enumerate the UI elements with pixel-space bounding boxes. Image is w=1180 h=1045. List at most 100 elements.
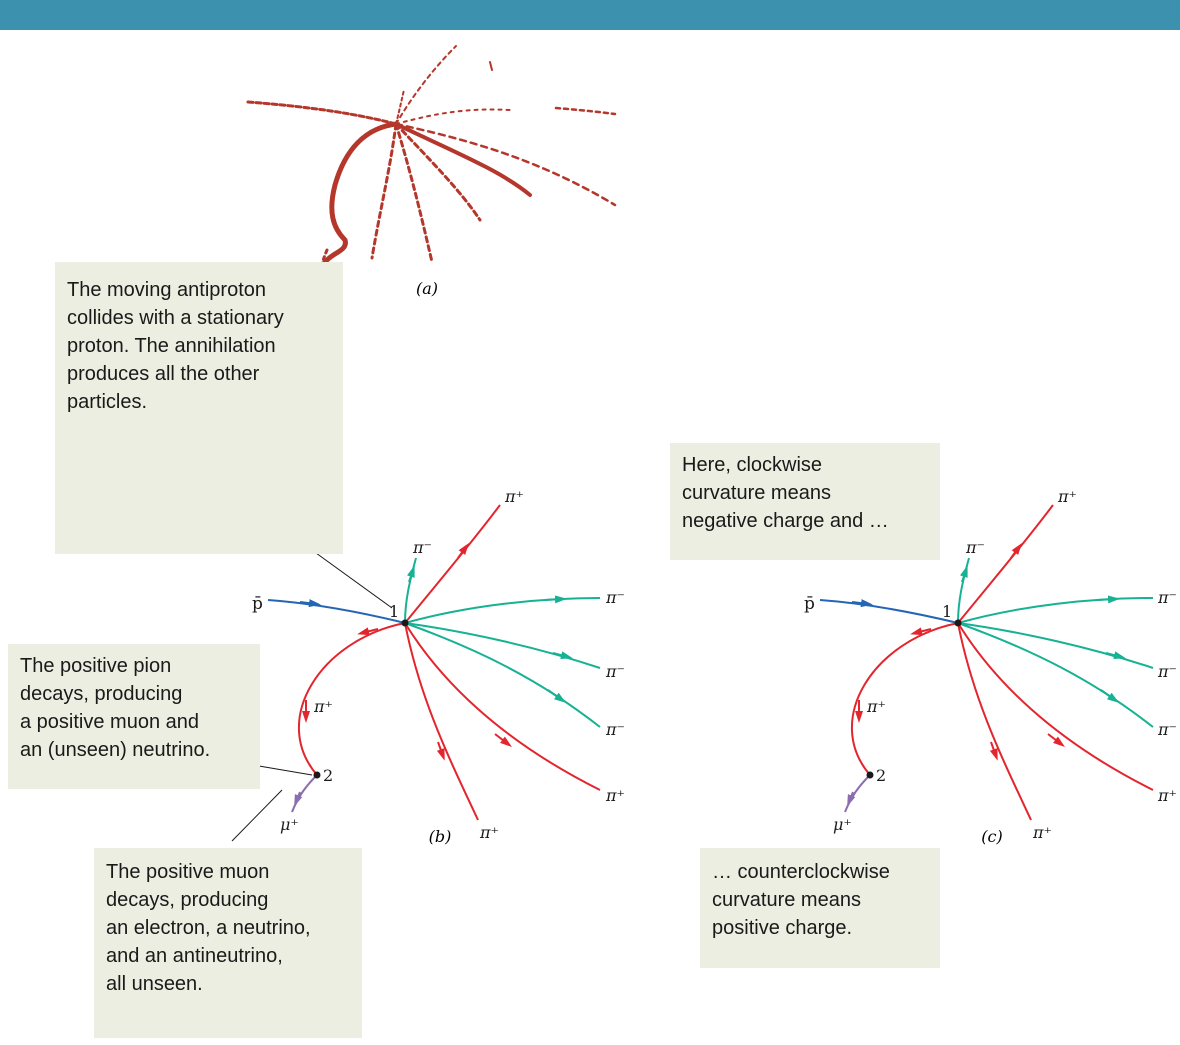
c-pi-minus-1-label: π⁻ — [1157, 588, 1177, 607]
c-pi-minus-2-label: π⁻ — [1157, 662, 1177, 681]
caption-c: (c) — [981, 827, 1002, 846]
photo-track-right-2 — [554, 106, 617, 116]
b-pi-minus-3-track — [404, 622, 601, 728]
c-pi-plus-decay-label: π⁺ — [866, 697, 886, 716]
c-pi-plus-right-label: π⁺ — [1157, 786, 1177, 805]
c-muon-label: μ⁺ — [833, 815, 852, 834]
photo-track-left-horizontal — [246, 100, 398, 126]
panel-c-labels: 1 2 p̄ π⁻ π⁺ π⁻ π⁻ π⁻ π⁺ π⁺ π⁺ μ⁺ — [804, 487, 1177, 842]
c-pi-plus-bottom-label: π⁺ — [1032, 823, 1052, 842]
b-leader-pion-decay — [258, 765, 313, 776]
bubble-chamber-photo — [246, 45, 617, 275]
c-pi-minus-3-track — [957, 622, 1154, 728]
b-leader-annihilation — [315, 552, 393, 609]
header-bar — [0, 0, 1180, 30]
callout-line: proton. The annihilation — [67, 335, 276, 357]
c-vertex-1-label: 1 — [942, 602, 952, 621]
b-pi-plus-top-label: π⁺ — [504, 487, 524, 506]
b-pi-minus-1-arrow — [544, 595, 567, 604]
b-pi-minus-up-track — [404, 557, 417, 624]
b-pi-minus-2-track — [404, 622, 601, 669]
b-antiproton-label: p̄ — [252, 594, 263, 614]
b-vertex-2-dot — [313, 771, 321, 779]
b-pi-plus-decay-arrow-1 — [357, 627, 379, 636]
callout-counterclockwise: … counterclockwise curvature means posit… — [700, 848, 940, 968]
callout-line: The positive muon — [106, 861, 270, 883]
c-vertex-2-dot — [866, 771, 874, 779]
b-pi-plus-bottom-track — [404, 622, 479, 821]
c-antiproton-track — [819, 599, 959, 624]
b-pi-plus-top-arrow — [457, 542, 469, 559]
c-pi-minus-3-label: π⁻ — [1157, 720, 1177, 739]
photo-track-up-2 — [395, 89, 405, 125]
c-pi-minus-2-arrow — [1105, 651, 1126, 660]
photo-track-up-1 — [395, 45, 457, 125]
b-vertex-1-dot — [401, 619, 409, 627]
callout-line: collides with a stationary — [67, 307, 284, 329]
c-pi-plus-top-label: π⁺ — [1057, 487, 1077, 506]
callout-line: The positive pion — [20, 655, 172, 677]
b-pi-plus-right-arrow — [494, 733, 512, 748]
callout-line: a positive muon and — [20, 711, 200, 733]
c-pi-minus-1-track — [957, 597, 1154, 624]
c-pi-minus-2-track — [957, 622, 1154, 669]
panel-c-vertices — [866, 619, 962, 779]
callout-line: an electron, a neutrino, — [106, 917, 311, 939]
photo-track-right-3 — [394, 122, 617, 207]
callout-line: produces all the other — [67, 363, 260, 385]
b-pi-minus-2-arrow — [552, 651, 573, 660]
callout-line: particles. — [67, 391, 148, 413]
b-pi-minus-1-track — [404, 597, 601, 624]
b-muon-arrow — [294, 791, 303, 807]
b-pi-plus-right-track — [404, 622, 601, 791]
c-pi-minus-3-arrow — [1100, 689, 1120, 703]
b-pi-plus-top-track — [404, 504, 501, 624]
callout-line: and an antineutrino, — [106, 945, 283, 967]
callout-line: The moving antiproton — [67, 279, 267, 301]
b-pi-minus-2-label: π⁻ — [605, 662, 625, 681]
c-muon-arrow — [847, 791, 856, 807]
callout-line: negative charge and … — [682, 510, 889, 532]
callout-line: positive charge. — [712, 917, 853, 939]
panel-b-vertices — [313, 619, 409, 779]
panel-b-labels: 1 2 p̄ π⁻ π⁺ π⁻ π⁻ π⁻ π⁺ π⁺ π⁺ μ⁺ — [252, 487, 625, 842]
caption-b: (b) — [429, 827, 452, 846]
b-leader-muon-decay — [231, 789, 283, 842]
callout-annihilation: The moving antiproton collides with a st… — [55, 262, 343, 554]
c-pi-plus-top-track — [957, 504, 1054, 624]
c-antiproton-arrow — [851, 599, 873, 608]
callout-line: Here, clockwise — [682, 454, 823, 476]
c-pi-plus-decay-arrow-1 — [910, 627, 932, 636]
c-pi-plus-top-arrow — [1010, 542, 1022, 559]
panel-b-leader-lines — [231, 552, 393, 842]
b-antiproton-arrow — [299, 599, 321, 608]
panel-b-tracks — [267, 504, 601, 821]
photo-track-right-4 — [394, 122, 532, 197]
b-muon-label: μ⁺ — [280, 815, 299, 834]
photo-track-right-1 — [395, 108, 511, 125]
c-muon-track — [844, 774, 871, 813]
callout-pion-decay: The positive pion decays, producing a po… — [8, 644, 260, 789]
callout-line: decays, producing — [20, 683, 183, 705]
b-antiproton-track — [267, 599, 406, 624]
photo-track-down-3 — [370, 122, 398, 260]
c-pi-plus-bottom-arrow — [989, 741, 998, 761]
c-pi-plus-decay-track — [850, 622, 959, 776]
b-pi-plus-decay-track — [297, 622, 406, 776]
b-pi-minus-1-label: π⁻ — [605, 588, 625, 607]
callout-muon-decay: The positive muon decays, producing an e… — [94, 848, 362, 1038]
b-vertex-2-label: 2 — [323, 766, 333, 785]
c-pi-minus-up-label: π⁻ — [965, 538, 985, 557]
callout-line: decays, producing — [106, 889, 269, 911]
c-pi-minus-1-arrow — [1097, 595, 1120, 604]
b-muon-track — [291, 774, 318, 813]
c-antiproton-label: p̄ — [804, 594, 815, 614]
c-pi-minus-up-arrow — [959, 565, 968, 583]
b-pi-minus-up-arrow — [406, 565, 415, 583]
callout-clockwise: Here, clockwise curvature means negative… — [670, 443, 940, 560]
b-pi-minus-3-label: π⁻ — [605, 720, 625, 739]
c-vertex-2-label: 2 — [876, 766, 886, 785]
callout-line: … counterclockwise — [712, 861, 890, 883]
c-pi-plus-right-arrow — [1047, 733, 1065, 748]
